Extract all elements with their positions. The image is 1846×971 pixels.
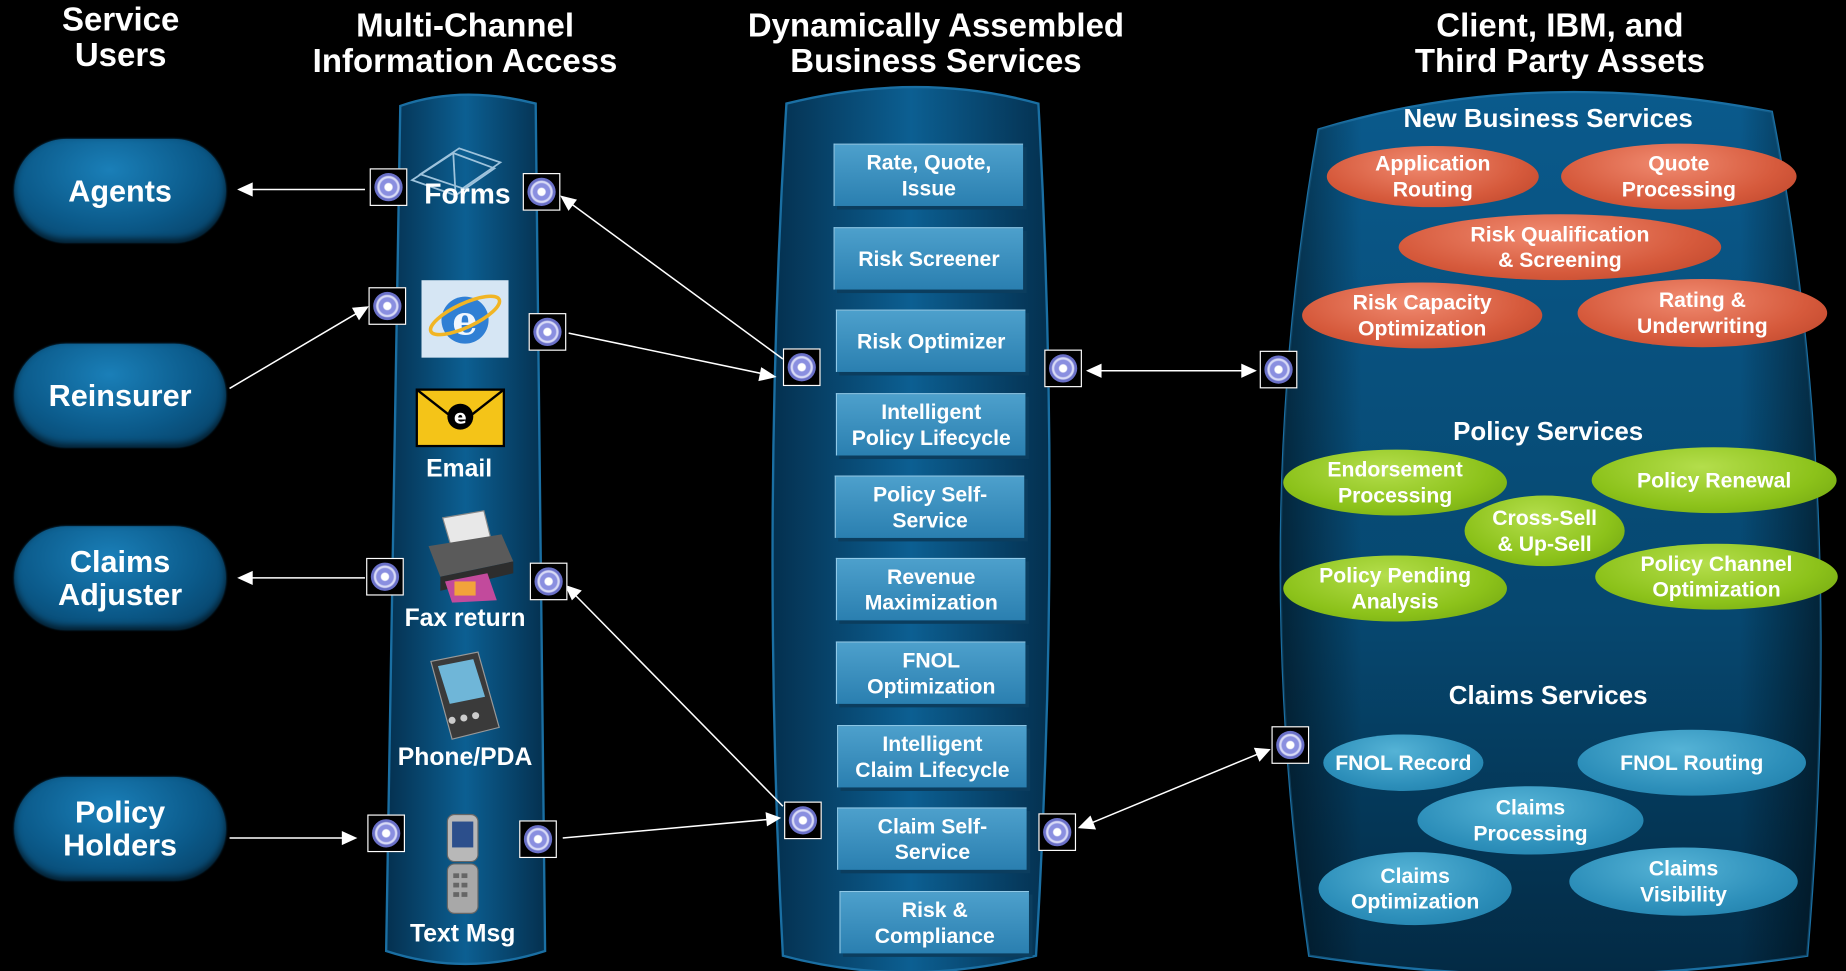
service-endpoint-icon[interactable] [529, 562, 568, 601]
section-claims-title: Claims Services [1448, 680, 1648, 710]
asset-claims-optimization[interactable]: Claims Optimization [1318, 852, 1512, 926]
channel-email[interactable]: Email [426, 455, 493, 483]
service-endpoint-icon[interactable] [528, 313, 567, 351]
channel-phone-pda[interactable]: Phone/PDA [397, 743, 533, 771]
service-rate-quote-issue[interactable]: Rate, Quote, Issue [833, 143, 1024, 206]
asset-fnol-routing[interactable]: FNOL Routing [1577, 729, 1806, 796]
service-endpoint-icon[interactable] [782, 348, 821, 387]
service-claim-self-service[interactable]: Claim Self- Service [837, 807, 1027, 870]
service-intelligent-policy-lifecycle[interactable]: Intelligent Policy Lifecycle [835, 393, 1026, 456]
service-risk-optimizer[interactable]: Risk Optimizer [835, 309, 1026, 372]
asset-policy-renewal[interactable]: Policy Renewal [1591, 447, 1837, 514]
asset-rating-underwriting[interactable]: Rating & Underwriting [1577, 278, 1828, 348]
service-endpoint-icon[interactable] [367, 814, 405, 853]
service-endpoint-icon[interactable] [1271, 726, 1310, 764]
service-endpoint-icon[interactable] [1038, 813, 1077, 851]
service-intelligent-claim-lifecycle[interactable]: Intelligent Claim Lifecycle [837, 725, 1027, 788]
service-fnol-optimization[interactable]: FNOL Optimization [835, 641, 1026, 704]
channel-forms[interactable]: Forms [424, 178, 511, 211]
header-business-services: Dynamically Assembled Business Services [747, 7, 1125, 79]
service-endpoint-icon[interactable] [519, 820, 557, 859]
header-service-users: Service Users [62, 1, 180, 73]
asset-policy-channel-optimization[interactable]: Policy Channel Optimization [1595, 543, 1838, 610]
asset-application-routing[interactable]: Application Routing [1326, 145, 1539, 208]
service-endpoint-icon[interactable] [784, 801, 822, 840]
asset-risk-qualification[interactable]: Risk Qualification & Screening [1398, 214, 1722, 281]
pda-icon[interactable] [421, 650, 503, 744]
service-endpoint-icon[interactable] [522, 173, 561, 211]
printer-icon[interactable] [419, 508, 518, 603]
asset-claims-visibility[interactable]: Claims Visibility [1569, 847, 1798, 916]
asset-policy-pending-analysis[interactable]: Policy Pending Analysis [1283, 555, 1507, 622]
asset-risk-capacity-optimization[interactable]: Risk Capacity Optimization [1302, 282, 1543, 349]
header-channels: Multi-Channel Information Access [312, 7, 618, 79]
service-endpoint-icon[interactable] [1259, 350, 1298, 389]
header-assets: Client, IBM, and Third Party Assets [1414, 7, 1705, 79]
section-new-business-title: New Business Services [1403, 103, 1693, 134]
section-policy-title: Policy Services [1453, 416, 1644, 447]
service-endpoint-icon[interactable] [366, 557, 404, 596]
service-endpoint-icon[interactable] [369, 168, 408, 206]
service-risk-compliance[interactable]: Risk & Compliance [839, 890, 1029, 954]
asset-claims-processing[interactable]: Claims Processing [1417, 786, 1644, 855]
forms-icon [410, 147, 503, 197]
user-agents[interactable]: Agents [14, 138, 227, 243]
internet-explorer-icon[interactable]: e [421, 280, 509, 358]
channel-text-msg[interactable]: Text Msg [410, 920, 516, 948]
user-reinsurer[interactable]: Reinsurer [14, 343, 227, 448]
email-icon[interactable]: e [415, 388, 506, 448]
asset-quote-processing[interactable]: Quote Processing [1561, 143, 1797, 210]
user-claims-adjuster[interactable]: Claims Adjuster [14, 526, 227, 630]
asset-cross-sell-up-sell[interactable]: Cross-Sell & Up-Sell [1464, 495, 1625, 567]
service-risk-screener[interactable]: Risk Screener [833, 227, 1024, 290]
user-policy-holders[interactable]: Policy Holders [14, 776, 227, 881]
svg-text:e: e [454, 408, 467, 429]
service-endpoint-icon[interactable] [368, 287, 407, 325]
asset-endorsement-processing[interactable]: Endorsement Processing [1283, 449, 1507, 516]
service-policy-self-service[interactable]: Policy Self- Service [834, 475, 1025, 538]
channel-fax-return[interactable]: Fax return [404, 604, 526, 633]
service-revenue-maximization[interactable]: Revenue Maximization [835, 557, 1026, 621]
connectors [229, 182, 1271, 846]
asset-fnol-record[interactable]: FNOL Record [1323, 734, 1484, 791]
cell-phone-icon[interactable] [443, 812, 483, 916]
service-endpoint-icon[interactable] [1044, 349, 1082, 388]
